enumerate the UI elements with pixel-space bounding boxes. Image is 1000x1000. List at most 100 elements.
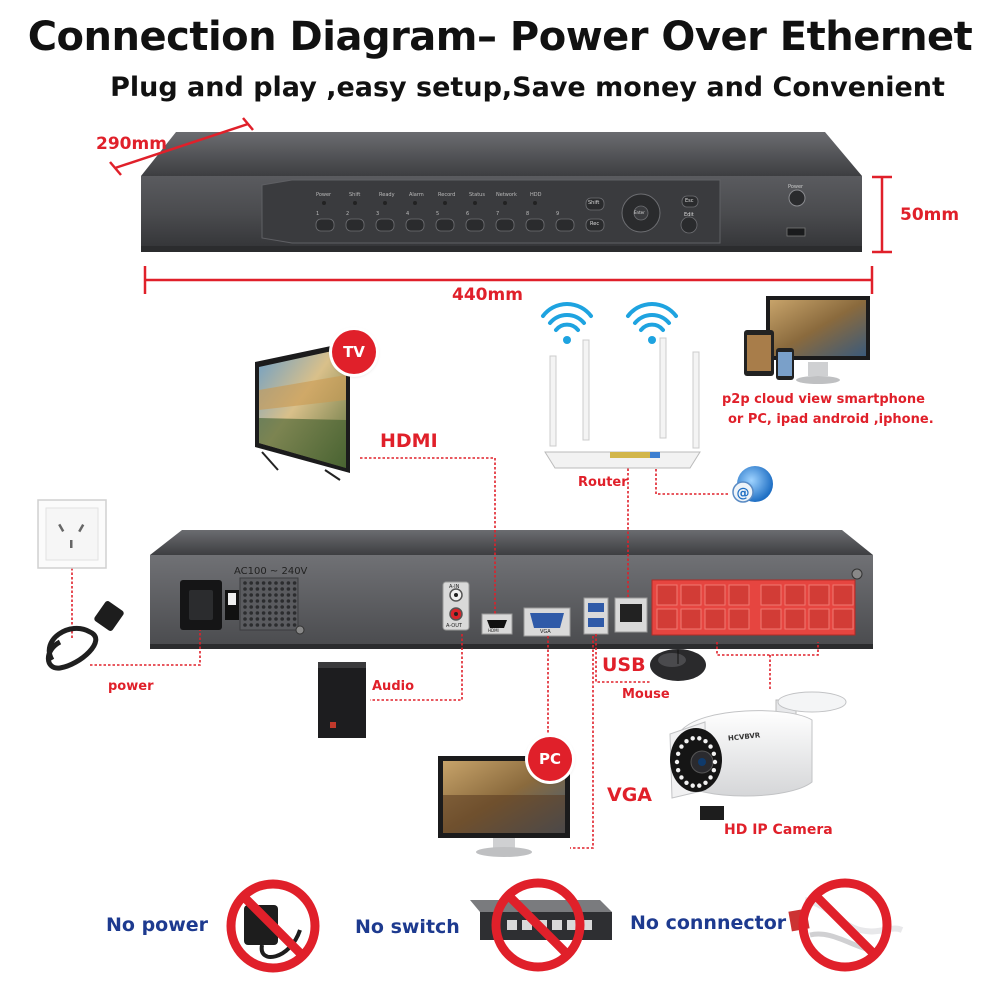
ir-led (684, 739, 689, 744)
speaker-illustration (318, 662, 366, 738)
power-label: power (108, 679, 154, 694)
power-cord-illustration (45, 601, 124, 671)
fan-grille-hole (286, 611, 291, 615)
fan-grille-hole (274, 581, 278, 585)
tv-badge: TV (332, 330, 376, 374)
enter-button-label: Enter (634, 210, 645, 215)
edit-button-label: Edit (684, 212, 694, 218)
button-number: 1 (316, 211, 320, 217)
ir-led (708, 744, 713, 749)
fan-grille-hole (243, 593, 247, 597)
poe-port (728, 608, 750, 630)
fan-grille-hole (286, 593, 291, 597)
mouse-illustration (650, 649, 706, 681)
fan-grille-hole (255, 599, 260, 603)
fan-grille-hole (261, 599, 266, 603)
front-button-numbers: 1 2 3 4 5 6 7 8 9 (316, 211, 596, 219)
audio-out-label: A-OUT (446, 623, 462, 629)
poe-port (704, 584, 726, 606)
height-dimension-label: 50mm (900, 205, 960, 225)
crossed-connector (788, 878, 904, 972)
audio-in-label: A-IN (449, 584, 460, 590)
poe-port (760, 584, 782, 606)
pc-badge: PC (528, 737, 572, 781)
fan-grille-hole (261, 605, 266, 609)
mouse-label: Mouse (622, 687, 670, 702)
fan-grille-hole (286, 599, 291, 603)
ir-led (690, 736, 695, 741)
fan-grille-hole (292, 623, 297, 627)
hd-ip-camera-label: HD IP Camera (724, 822, 833, 838)
fan-grille-hole (249, 605, 253, 609)
fan-grille-hole (280, 605, 285, 609)
vga-port-label: VGA (540, 629, 551, 635)
fan-grille-hole (243, 617, 247, 621)
fan-grille-hole (243, 599, 247, 603)
button-number: 4 (406, 211, 410, 217)
fan-grille-hole (261, 593, 266, 597)
fan-grille-hole (249, 599, 253, 603)
fan-grille-hole (274, 617, 278, 621)
fan-grille-hole (286, 605, 291, 609)
fan-grille-hole (261, 611, 266, 615)
fan-grille-hole (292, 605, 297, 609)
rec-button-label: Rec (590, 221, 600, 227)
fan-grille-hole (292, 581, 297, 585)
indicator-label: Network (496, 192, 517, 198)
fan-grille-hole (274, 593, 278, 597)
button-number: 8 (526, 211, 530, 217)
poe-port (760, 608, 782, 630)
button-number: 6 (466, 211, 470, 217)
fan-grille-hole (280, 599, 285, 603)
fan-grille-hole (249, 593, 253, 597)
page-title: Connection Diagram– Power Over Ethernet (27, 14, 973, 60)
hdmi-label: HDMI (380, 430, 438, 452)
fan-grille-hole (292, 617, 297, 621)
fan-grille-hole (286, 617, 291, 621)
fan-grille-hole (268, 611, 272, 615)
width-dimension-label: 440mm (452, 285, 523, 305)
cloud-devices-illustration (744, 296, 870, 384)
ir-led (679, 775, 684, 780)
fan-grille-hole (268, 599, 272, 603)
crossed-power-adapter (226, 879, 320, 973)
fan-grille-hole (274, 599, 278, 603)
ir-led (674, 759, 680, 765)
depth-dimension-label: 290mm (96, 134, 167, 154)
ir-led (711, 768, 717, 773)
fan-grille-hole (292, 611, 297, 615)
fan-grille-hole (255, 617, 260, 621)
fan-grille-hole (292, 599, 297, 603)
fan-grille-hole (255, 593, 260, 597)
fan-grille-hole (268, 593, 272, 597)
fan-grille-hole (268, 605, 272, 609)
fan-grille-hole (255, 605, 260, 609)
fan-grille-hole (280, 587, 285, 591)
page-subtitle: Plug and play ,easy setup,Save money and… (110, 72, 945, 103)
ir-led (703, 739, 708, 744)
fan-grille-hole (274, 623, 278, 627)
poe-port (728, 584, 750, 606)
no-switch-label: No switch (355, 916, 460, 938)
fan-grille-hole (249, 587, 253, 591)
ir-led (703, 780, 708, 785)
fan-grille-hole (255, 587, 260, 591)
fan-grille-hole (280, 581, 285, 585)
indicator-label: Status (469, 192, 485, 198)
fan-grille-hole (249, 611, 253, 615)
poe-port (808, 584, 830, 606)
ir-led (697, 783, 702, 788)
indicator-label: HDD (530, 192, 542, 198)
fan-grille-hole (249, 623, 253, 627)
indicator-label: Alarm (409, 192, 424, 198)
poe-port (680, 608, 702, 630)
fan-grille-hole (280, 623, 285, 627)
fan-grille-hole (286, 581, 291, 585)
wall-socket-illustration (37, 499, 107, 569)
fan-grille-hole (249, 581, 253, 585)
indicator-label: Record (438, 192, 456, 198)
nvr-rear-view (150, 530, 873, 649)
ir-led (690, 783, 695, 788)
audio-label: Audio (372, 679, 415, 694)
